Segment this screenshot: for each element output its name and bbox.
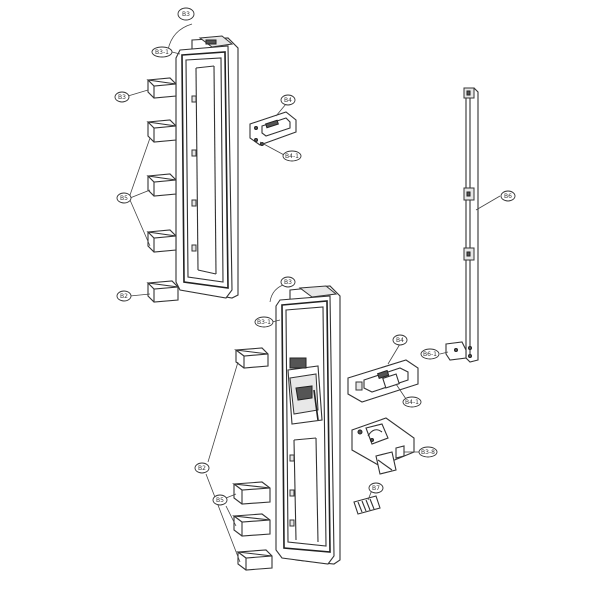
label-upper-gasket: B3-1 bbox=[155, 49, 169, 56]
label-ice-parts: B3-8 bbox=[421, 449, 435, 456]
label-upper-door: B3 bbox=[182, 11, 190, 18]
callout-lower-gasket: B3-1 bbox=[254, 316, 274, 328]
upper-bin-2 bbox=[146, 119, 177, 143]
lower-bin-2 bbox=[232, 513, 271, 537]
callout-labels: B3 B3-1 B3 B5 B2 B4 B4-1 B6 bbox=[114, 7, 516, 506]
callout-lower-bins: B5 bbox=[212, 494, 228, 506]
label-lower-small-bins: B2 bbox=[198, 465, 206, 472]
label-hinge-bar: B6 bbox=[504, 193, 512, 200]
callout-upper-small-bin: B2 bbox=[116, 290, 132, 302]
callout-upper-gasket: B3-1 bbox=[151, 46, 173, 58]
callout-dispenser-sub: B4-1 bbox=[402, 396, 422, 408]
lower-door-bins bbox=[232, 347, 273, 571]
lower-door-assembly bbox=[275, 285, 341, 565]
upper-bin-3 bbox=[146, 173, 177, 197]
callout-upper-door: B3 bbox=[177, 7, 195, 21]
label-upper-small-bin: B2 bbox=[120, 293, 128, 300]
callout-upper-panel-sub: B4-1 bbox=[282, 150, 302, 162]
label-lower-bins: B5 bbox=[216, 497, 224, 504]
callout-upper-bin: B3 bbox=[114, 91, 130, 103]
label-heater: B7 bbox=[372, 485, 380, 492]
label-upper-panel-sub: B4-1 bbox=[285, 153, 299, 160]
label-dispenser-sub: B4-1 bbox=[405, 399, 419, 406]
small-hinge bbox=[445, 341, 472, 361]
lower-small-bin-2 bbox=[236, 549, 273, 571]
label-small-hinge: B6-1 bbox=[423, 351, 437, 358]
callout-small-hinge: B6-1 bbox=[420, 348, 440, 360]
lower-small-bin-1 bbox=[234, 347, 269, 369]
label-dispenser: B4 bbox=[396, 337, 404, 344]
hinge-bar bbox=[463, 87, 479, 363]
callout-lower-door: B3 bbox=[280, 276, 296, 288]
label-lower-gasket: B3-1 bbox=[257, 319, 271, 326]
upper-bin-4 bbox=[146, 229, 177, 253]
label-upper-bin: B3 bbox=[118, 94, 126, 101]
callout-lower-small-bins: B2 bbox=[194, 462, 210, 474]
callout-hinge-bar: B6 bbox=[500, 190, 516, 202]
dispenser-panel bbox=[347, 359, 419, 403]
label-lower-door: B3 bbox=[284, 279, 292, 286]
upper-bin-1 bbox=[146, 77, 177, 99]
heater-strip bbox=[353, 495, 381, 515]
callout-ice-parts: B3-8 bbox=[418, 446, 438, 458]
upper-door-bins bbox=[146, 77, 179, 303]
label-upper-bins-group: B5 bbox=[120, 195, 128, 202]
lower-bin-1 bbox=[232, 481, 271, 505]
callout-upper-bins-group: B5 bbox=[116, 192, 132, 204]
callout-dispenser: B4 bbox=[392, 334, 408, 346]
upper-door-assembly bbox=[175, 35, 239, 299]
upper-panel-cluster bbox=[249, 111, 297, 146]
callout-heater: B7 bbox=[368, 482, 384, 494]
ice-chute-parts bbox=[351, 417, 415, 475]
callout-upper-panel: B4 bbox=[280, 94, 296, 106]
upper-small-bin bbox=[146, 280, 179, 303]
label-upper-panel: B4 bbox=[284, 97, 292, 104]
